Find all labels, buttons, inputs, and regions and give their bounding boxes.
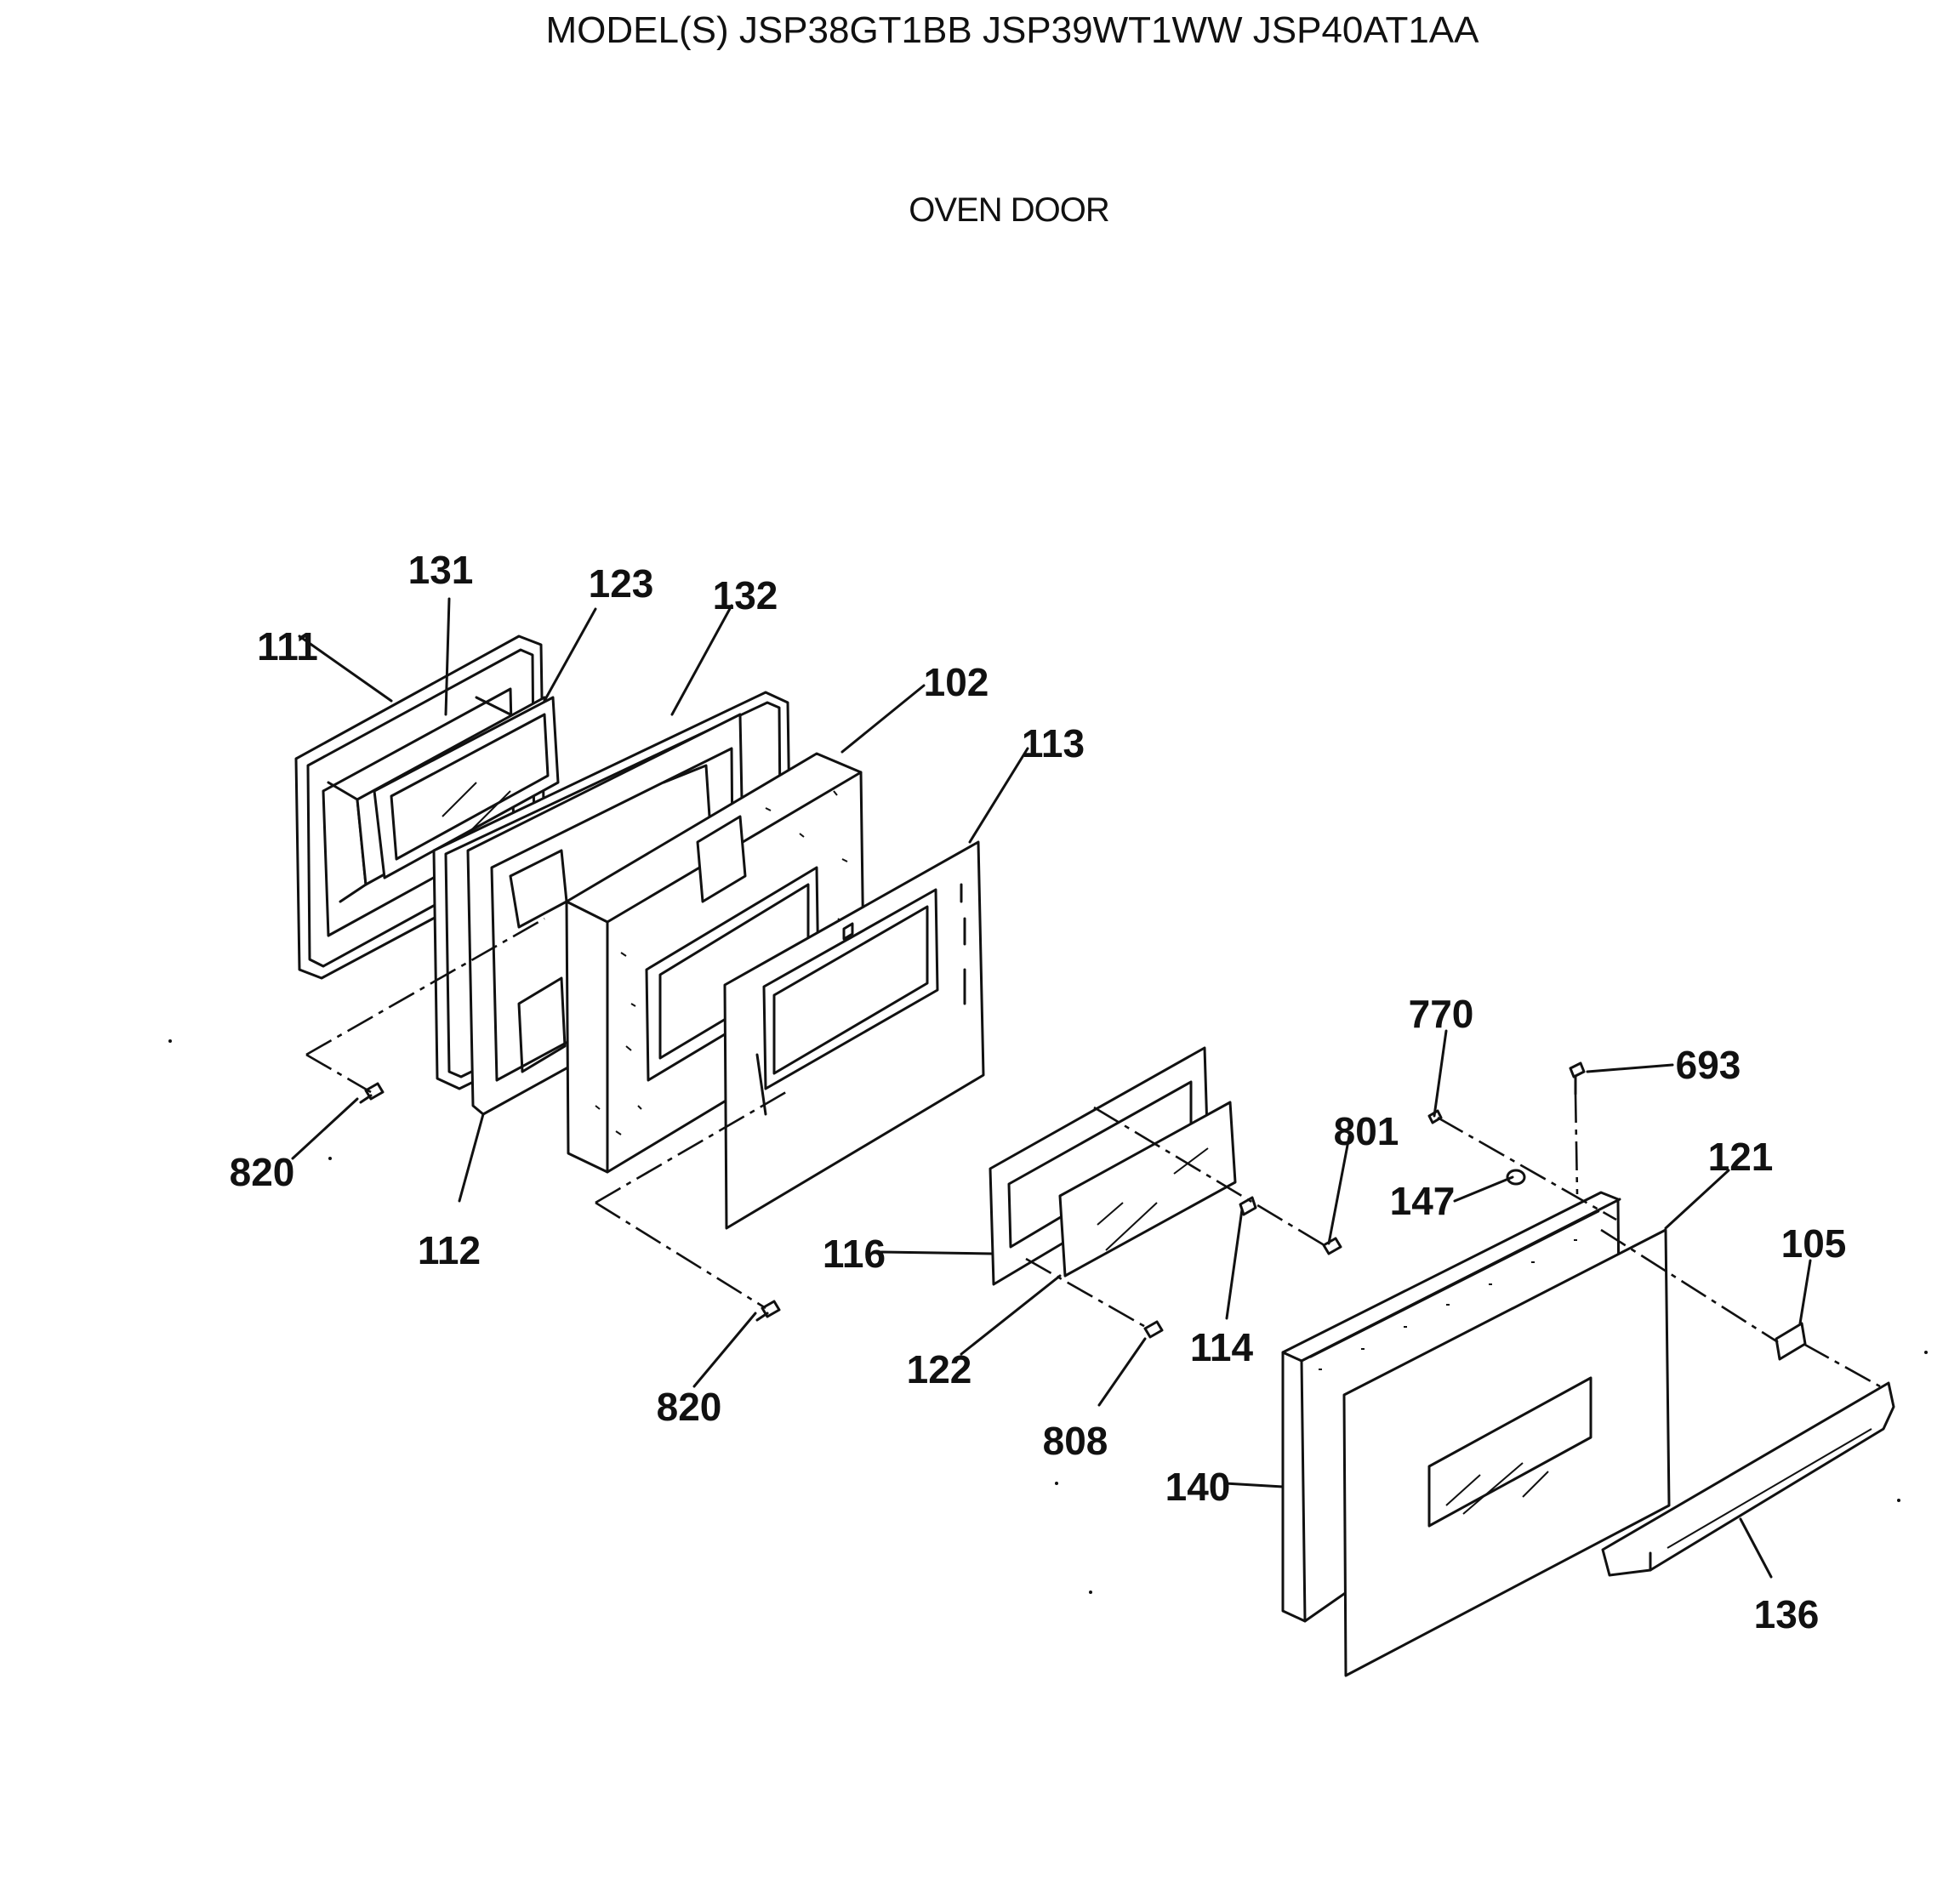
screw-801 [1322, 1237, 1342, 1255]
callout-111: 111 [257, 624, 318, 669]
part-123-glass-pack [373, 696, 560, 879]
callout-140: 140 [1165, 1465, 1231, 1509]
callout-labels: 111 131 123 132 102 113 820 112 116 820 … [230, 548, 1847, 1636]
part-121-outer-glass-panel [1342, 1228, 1671, 1677]
screw-820-left [359, 1082, 385, 1104]
callout-820-left: 820 [230, 1150, 295, 1194]
callout-693: 693 [1676, 1043, 1741, 1087]
assembly-lines [305, 917, 1881, 1388]
screw-693 [1569, 1061, 1586, 1096]
screw-820-center [755, 1300, 781, 1322]
callout-121: 121 [1708, 1135, 1774, 1179]
callout-114: 114 [1190, 1325, 1254, 1369]
part-102-insulation [565, 752, 866, 1174]
scan-specks [168, 1039, 1928, 1594]
callout-113: 113 [1022, 721, 1085, 765]
part-113-door-panel [723, 840, 985, 1230]
part-122-outer-glass [1058, 1101, 1237, 1278]
callout-123: 123 [589, 561, 654, 606]
screw-808 [1143, 1320, 1164, 1339]
washer-147 [1506, 1169, 1526, 1186]
callout-770: 770 [1409, 992, 1474, 1036]
section-title: OVEN DOOR [909, 191, 1109, 229]
callout-105: 105 [1781, 1221, 1847, 1266]
callout-808: 808 [1043, 1419, 1108, 1463]
leader-lines [291, 597, 1812, 1579]
callout-131: 131 [408, 548, 474, 592]
callout-102: 102 [924, 660, 989, 704]
callout-147: 147 [1390, 1179, 1456, 1223]
models-heading: MODEL(S) JSP38GT1BB JSP39WT1WW JSP40AT1A… [545, 9, 1479, 51]
part-136-door-handle [1601, 1381, 1895, 1577]
callout-116: 116 [823, 1232, 886, 1276]
callout-136: 136 [1754, 1592, 1820, 1636]
callout-122: 122 [907, 1347, 972, 1391]
part-105-end-cap [1775, 1322, 1807, 1361]
callout-820-center: 820 [657, 1385, 722, 1429]
callout-801: 801 [1334, 1109, 1399, 1153]
callout-112: 112 [418, 1228, 481, 1272]
callout-132: 132 [713, 573, 778, 617]
